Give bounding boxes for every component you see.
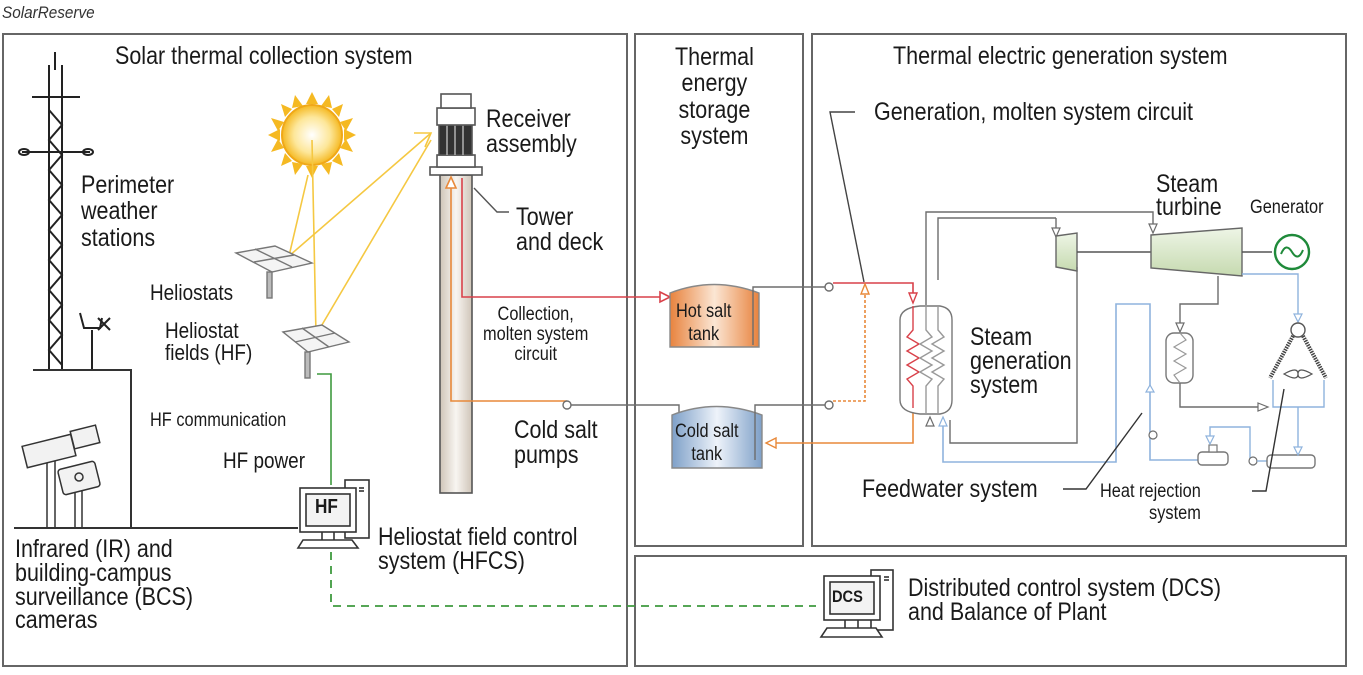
condenser-coil (1172, 332, 1188, 384)
steam-gen-coil-1 (918, 306, 934, 414)
bypass-arrow (859, 282, 871, 295)
cold-pumps-label: Cold salt pumps (514, 416, 598, 469)
building-outline (33, 369, 132, 528)
hf-computer-icon (296, 479, 370, 549)
cold-tank-inlet-arrow (764, 436, 777, 450)
cold-salt-pump-icon[interactable] (562, 400, 572, 410)
feedwater-inlet-arrow (938, 415, 948, 427)
generation-cold-return-line (770, 408, 914, 444)
steam-gen-return-arrow (925, 415, 935, 427)
sun-rays (288, 132, 433, 336)
generation-title: Thermal electric generation system (893, 42, 1228, 70)
steam-turbine-label: Steam turbine (1156, 170, 1222, 221)
cooler-outlet-line (1272, 380, 1325, 408)
generation-box (811, 33, 1347, 547)
heat-rejection-label: Heat rejection system (1100, 481, 1201, 524)
heliostats-label: Heliostats (150, 280, 234, 305)
hot-tank-outlet-line (752, 286, 825, 345)
steam-gen-coil-2 (930, 306, 946, 414)
ir-cameras-label: Infrared (IR) and building-campus survei… (15, 535, 194, 635)
storage-title: Thermal energy storage system (675, 43, 754, 150)
cooler-top-arrow (1293, 313, 1303, 324)
ip-turbine-arrow (1051, 227, 1061, 239)
hot-salt-line (461, 178, 665, 298)
generation-circuit-leader (829, 111, 865, 283)
hot-salt-tank[interactable] (669, 283, 760, 348)
small-turbine-exhaust (949, 267, 1078, 444)
collection-circuit-label: Collection, molten system circuit (483, 304, 589, 365)
feedwater-line (942, 303, 1198, 463)
feedwater-leader (1063, 412, 1143, 490)
dcs-link-line (330, 552, 816, 607)
condenser-arrow (1175, 322, 1185, 334)
cold-salt-tank[interactable] (671, 405, 763, 469)
cold-salt-arrow (444, 175, 458, 189)
hf-communication-line (317, 373, 332, 485)
hfcs-label: Heliostat field control system (HFCS) (378, 523, 578, 575)
dcs-computer-icon (819, 569, 894, 638)
generator-cooling-line (1242, 273, 1299, 322)
perimeter-weather-label: Perimeter weather stations (81, 171, 175, 252)
feedwater-pump-icon[interactable] (1148, 430, 1158, 440)
cold-tank-label: Cold salt tank (675, 421, 739, 465)
cold-tank-inlet-line (754, 404, 825, 460)
feedwater-tank-icon[interactable] (1197, 451, 1229, 466)
tank-inlet-arrow (1205, 435, 1215, 446)
sun-icon (268, 92, 356, 178)
hf-screen-text: HF (315, 496, 338, 518)
bypass-line (833, 290, 866, 402)
dcs-screen-text: DCS (832, 587, 863, 606)
hp-turbine-arrow (1148, 223, 1158, 235)
feedwater-label: Feedwater system (862, 475, 1038, 503)
storage-box (634, 33, 804, 547)
receiver-label: Receiver assembly (486, 105, 577, 158)
dcs-box (634, 555, 1347, 667)
generation-circuit-label: Generation, molten system circuit (874, 98, 1194, 126)
camera-icon (21, 424, 101, 528)
generator-icon[interactable] (1273, 233, 1311, 271)
hf-communication-label: HF communication (150, 410, 287, 431)
condensate-line (1179, 383, 1265, 408)
tower-leader-line (473, 187, 509, 213)
turbine-exhaust-line (1179, 276, 1219, 330)
basin-arrow (1293, 446, 1303, 457)
cooler-inlet-arrow (1257, 402, 1270, 412)
small-turbine-icon[interactable] (1055, 232, 1078, 272)
steam-generation-label: Steam generation system (970, 323, 1072, 399)
condenser-feed-arrow (1144, 383, 1156, 393)
steam-turbine-icon[interactable] (1150, 227, 1243, 277)
generator-label: Generator (1250, 197, 1324, 218)
heat-rejection-leader (1252, 388, 1285, 492)
cold-salt-line (450, 182, 567, 402)
cooling-pump-icon[interactable] (1248, 456, 1258, 466)
tower-label: Tower and deck (516, 203, 604, 256)
hot-salt-arrow (659, 290, 672, 304)
feedwater-tank-stem (1208, 444, 1218, 453)
solar-collection-title: Solar thermal collection system (115, 42, 413, 70)
steam-line-ip (937, 217, 1056, 280)
image-credit: SolarReserve (2, 3, 95, 22)
pump-to-cold-tank-line (571, 404, 680, 415)
weather-tower-icon (18, 52, 94, 370)
cold-return-pump-icon[interactable] (824, 400, 834, 410)
hf-power-label: HF power (223, 448, 306, 473)
cooling-basin-icon[interactable] (1266, 454, 1316, 469)
steam-line-hp (925, 211, 1154, 305)
generation-hot-line (833, 282, 914, 300)
hot-salt-pump-icon[interactable] (824, 282, 834, 292)
cooling-return-line (1209, 426, 1251, 460)
hot-tank-label: Hot salt tank (676, 301, 732, 345)
heliostat-fields-label: Heliostat fields (HF) (165, 318, 253, 365)
heliostat-icon (233, 245, 351, 379)
steam-gen-inlet-arrow (907, 292, 919, 305)
dcs-label: Distributed control system (DCS) and Bal… (908, 574, 1222, 626)
anemometer-icon (79, 312, 111, 370)
tower-icon (429, 93, 483, 494)
solar-collection-box (2, 33, 628, 667)
air-cooler-icon[interactable] (1268, 322, 1328, 379)
